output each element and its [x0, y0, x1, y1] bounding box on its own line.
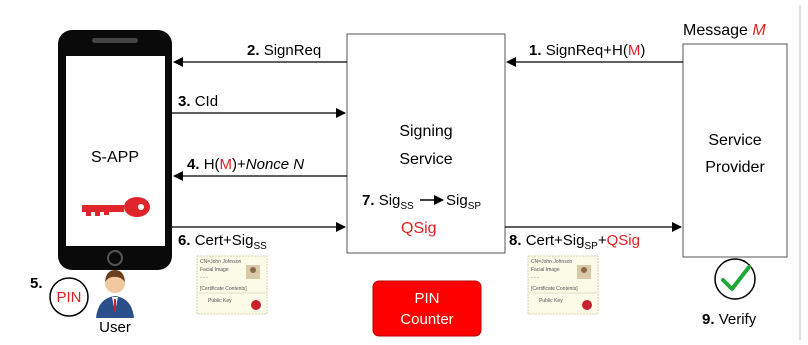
svg-text:Facial Image: Facial Image [200, 267, 229, 273]
pin-counter-box [372, 280, 482, 337]
phone-home-button [107, 250, 123, 266]
pin-circle [49, 277, 89, 317]
svg-text:Public Key: Public Key [208, 298, 232, 304]
signing-label: Signing [399, 123, 452, 140]
smartphone: S-APP [58, 30, 172, 270]
pin-label: PIN [56, 289, 81, 306]
svg-text:- - -: - - - [200, 275, 208, 281]
step5-num: 5. [30, 275, 43, 292]
svg-text:[Certificate Contents]: [Certificate Contents] [200, 286, 247, 292]
step6-label: 6. Cert+SigSS [178, 232, 267, 252]
sp-service-label: Service [708, 132, 761, 149]
certificate-icon: CN=John Johnson Facial Image - - - [Cert… [196, 255, 268, 315]
service-label: Service [399, 151, 452, 168]
step8-label: 8. Cert+SigSP+QSig [509, 232, 640, 252]
svg-text:Facial Image: Facial Image [531, 267, 560, 273]
step2-label: 2. SignReq [247, 42, 321, 59]
svg-text:Public Key: Public Key [539, 298, 563, 304]
sp-provider-label: Provider [705, 159, 765, 176]
signing-service-box [346, 33, 506, 254]
step7-sig-sp: SigSP [446, 192, 481, 212]
message-label: Message M [683, 22, 766, 39]
checkmark-icon [721, 265, 751, 291]
svg-text:- - -: - - - [531, 275, 539, 281]
user-label: User [99, 319, 131, 336]
check-circle [714, 258, 756, 300]
certificate-icon: CN=John Johnson Facial Image - - - [Cert… [527, 255, 599, 315]
step7-label: 7. SigSS [362, 192, 414, 212]
qsig-label: QSig [401, 220, 437, 237]
s-app-label: S-APP [91, 149, 139, 166]
svg-text:CN=John Johnson: CN=John Johnson [200, 259, 241, 265]
user-icon [96, 270, 134, 318]
step4-label: 4. H(M)+Nonce N [187, 156, 304, 173]
phone-speaker [92, 38, 138, 43]
phone-screen [66, 56, 165, 246]
pin-counter-line1: PIN [414, 290, 439, 307]
step1-label: 1. SignReq+H(M) [529, 42, 645, 59]
pin-counter-line2: Counter [400, 311, 453, 328]
step9-label: 9. Verify [702, 311, 757, 328]
svg-text:CN=John Johnson: CN=John Johnson [531, 259, 572, 265]
service-provider-box [682, 43, 788, 258]
key-icon [82, 197, 150, 217]
step3-label: 3. CId [178, 93, 218, 110]
svg-text:[Certificate Contents]: [Certificate Contents] [531, 286, 578, 292]
